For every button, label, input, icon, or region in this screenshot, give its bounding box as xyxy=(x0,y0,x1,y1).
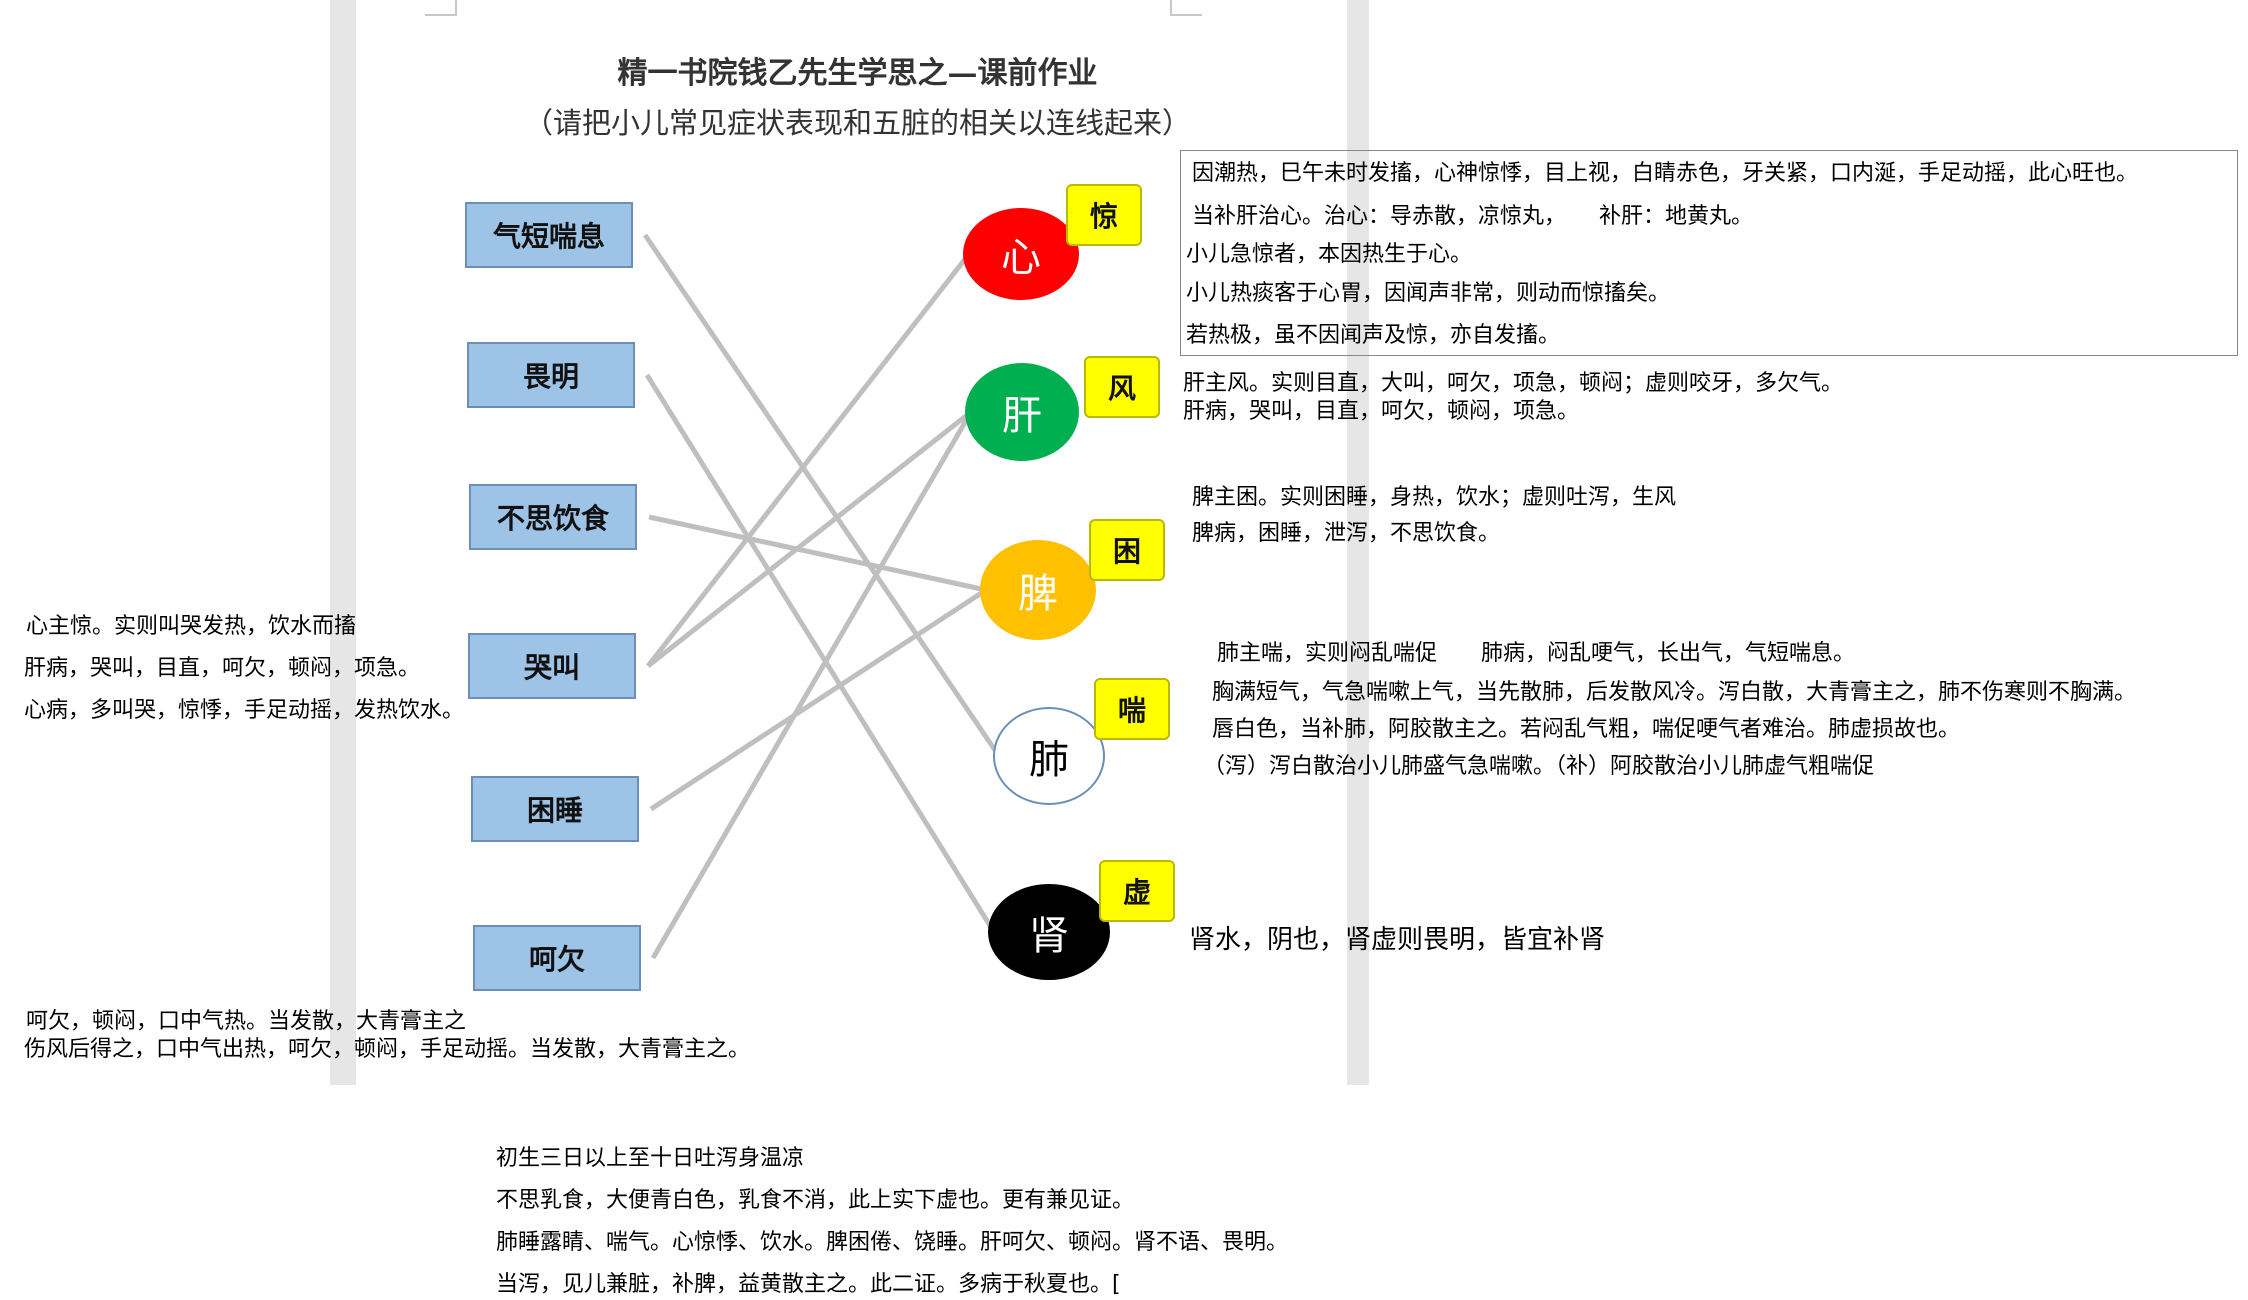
tag-liver-wind: 风 xyxy=(1084,356,1160,418)
crying-note-line: 肝病，哭叫，目直，呵欠，顿闷，项急。 xyxy=(24,656,421,681)
heart-notes-box xyxy=(1180,150,2238,356)
organ-label: 肺 xyxy=(1029,737,1069,783)
tag-heart-fright: 惊 xyxy=(1066,184,1142,246)
symptom-label: 呵欠 xyxy=(528,943,585,976)
liver-note-line: 肝病，哭叫，目直，呵欠，顿闷，项急。 xyxy=(1183,399,1580,424)
organ-kidney[interactable]: 肾 xyxy=(988,884,1110,980)
heart-note-line: 小儿急惊者，本因热生于心。 xyxy=(1186,242,1473,267)
symptom-label: 哭叫 xyxy=(523,651,580,684)
lung-note-line: 肺主喘，实则闷乱喘促 肺病，闷乱哽气，长出气，气短喘息。 xyxy=(1217,641,1856,666)
yawning-note-line: 伤风后得之，口中气出热，呵欠，顿闷，手足动摇。当发散，大青膏主之。 xyxy=(24,1037,751,1062)
connection-s3-o3 xyxy=(648,514,987,593)
crying-note-line: 心主惊。实则叫哭发热，饮水而搐 xyxy=(26,614,357,639)
connection-s4-o2 xyxy=(646,410,973,668)
connection-s6-o2 xyxy=(650,410,974,960)
symptom-drowsiness[interactable]: 困睡 xyxy=(471,776,639,842)
symptom-label: 不思饮食 xyxy=(496,502,609,535)
spleen-note-line: 脾病，困睡，泄泻，不思饮食。 xyxy=(1192,521,1501,546)
organ-label: 肝 xyxy=(1002,393,1042,439)
symptom-label: 困睡 xyxy=(526,794,583,827)
page-corner-mark-right xyxy=(1170,0,1202,16)
page-corner-mark-left xyxy=(425,0,457,16)
heart-note-line: 若热极，虽不因闻声及惊，亦自发搐。 xyxy=(1186,323,1561,348)
page-margin-left xyxy=(330,0,356,1085)
symptom-shortness-of-breath[interactable]: 气短喘息 xyxy=(465,202,633,268)
newborn-note-line: 不思乳食，大便青白色，乳食不消，此上实下虚也。更有兼见证。 xyxy=(496,1188,1135,1213)
connection-s2-o5 xyxy=(644,373,997,934)
lung-note-line: （泻）泻白散治小儿肺盛气急喘嗽。（补）阿胶散治小儿肺虚气粗喘促 xyxy=(1203,754,1875,779)
symptom-yawning[interactable]: 呵欠 xyxy=(473,925,641,991)
tag-spleen-sleepy: 困 xyxy=(1089,519,1165,581)
symptom-photophobia[interactable]: 畏明 xyxy=(467,342,635,408)
newborn-note-line: 当泻，见儿兼脏，补脾，益黄散主之。此二证。多病于秋夏也。[ xyxy=(496,1272,1121,1297)
organ-liver[interactable]: 肝 xyxy=(965,363,1079,461)
page-margin-right xyxy=(1347,0,1369,1085)
kidney-note-line: 肾水，阴也，肾虚则畏明，皆宜补肾 xyxy=(1189,925,1606,955)
organ-label: 心 xyxy=(1001,235,1041,281)
symptom-label: 畏明 xyxy=(522,360,579,393)
organ-lung[interactable]: 肺 xyxy=(993,707,1105,805)
organ-label: 肾 xyxy=(1029,913,1069,959)
connection-s5-o3 xyxy=(649,587,988,812)
connection-s1-o4 xyxy=(642,233,1002,758)
organ-heart[interactable]: 心 xyxy=(963,208,1079,300)
yawning-note-line: 呵欠，顿闷，口中气热。当发散，大青膏主之 xyxy=(26,1009,467,1034)
heart-note-line: 当补肝治心。治心：导赤散，凉惊丸， 补肝：地黄丸。 xyxy=(1192,204,1754,229)
page-title: 精一书院钱乙先生学思之—课前作业 xyxy=(617,56,1098,91)
connection-s4-o1 xyxy=(646,252,971,668)
symptom-label: 气短喘息 xyxy=(492,220,605,253)
symptom-no-appetite[interactable]: 不思饮食 xyxy=(469,484,637,550)
newborn-note-line: 初生三日以上至十日吐泻身温凉 xyxy=(496,1146,805,1171)
lung-note-line: 胸满短气，气急喘嗽上气，当先散肺，后发散风冷。泻白散，大青膏主之，肺不伤寒则不胸… xyxy=(1212,680,2137,705)
lung-note-line: 唇白色，当补肺，阿胶散主之。若闷乱气粗，喘促哽气者难治。肺虚损故也。 xyxy=(1212,717,1961,742)
liver-note-line: 肝主风。实则目直，大叫，呵欠，项急，顿闷；虚则咬牙，多欠气。 xyxy=(1183,371,1844,396)
spleen-note-line: 脾主困。实则困睡，身热，饮水；虚则吐泻，生风 xyxy=(1192,485,1677,510)
newborn-note-line: 肺睡露睛、喘气。心惊悸、饮水。脾困倦、饶睡。肝呵欠、顿闷。肾不语、畏明。 xyxy=(496,1230,1289,1255)
organ-label: 脾 xyxy=(1018,571,1058,617)
tag-kidney-deficiency: 虚 xyxy=(1099,860,1175,922)
heart-note-line: 小儿热痰客于心胃，因闻声非常，则动而惊搐矣。 xyxy=(1186,281,1671,306)
organ-spleen[interactable]: 脾 xyxy=(980,540,1096,640)
heart-note-line: 因潮热，巳午未时发搐，心神惊悸，目上视，白睛赤色，牙关紧，口内涎，手足动摇，此心… xyxy=(1192,161,2139,186)
tag-lung-panting: 喘 xyxy=(1094,678,1170,740)
crying-note-line: 心病，多叫哭，惊悸，手足动摇，发热饮水。 xyxy=(24,698,465,723)
symptom-crying[interactable]: 哭叫 xyxy=(468,633,636,699)
page-subtitle: （请把小儿常见症状表现和五脏的相关以连线起来） xyxy=(523,106,1191,140)
